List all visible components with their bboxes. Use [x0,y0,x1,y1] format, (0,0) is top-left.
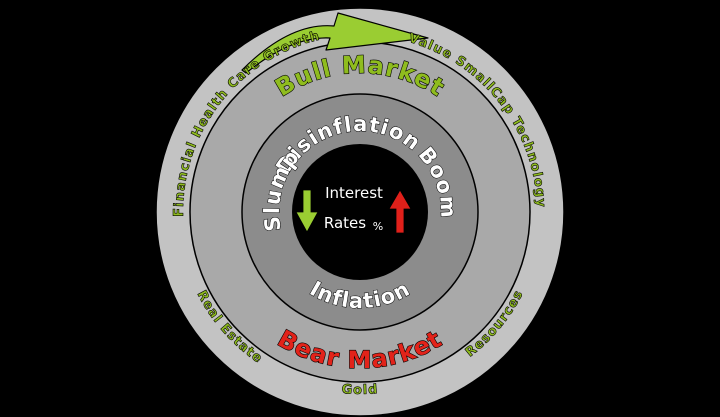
center-interest-label: Interest [325,184,383,202]
curved-arrow-right-icon [241,12,429,74]
arrow-up-icon [388,189,412,234]
center-percent-symbol: % [373,220,383,233]
center-rates-label: Rates [324,214,366,232]
center-disc [292,144,428,280]
arrow-down-icon [295,189,319,233]
sector-gold: Gold [341,382,379,398]
